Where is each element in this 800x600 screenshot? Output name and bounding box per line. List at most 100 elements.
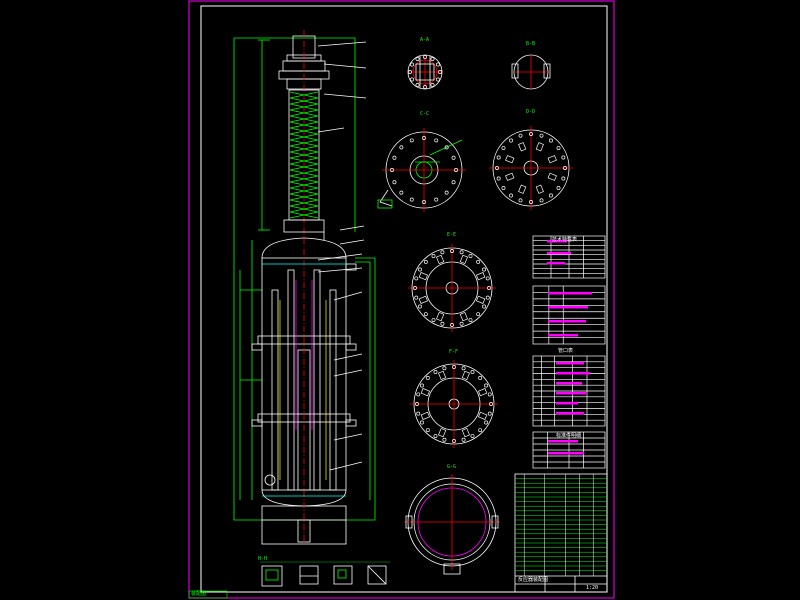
section-label-a: A-A bbox=[420, 37, 430, 43]
tube-slot bbox=[459, 311, 468, 322]
bolt-hole bbox=[518, 198, 523, 203]
section-e-view bbox=[408, 244, 496, 332]
bolt-hole bbox=[431, 318, 436, 322]
bolt-hole bbox=[392, 180, 397, 185]
bolt-hole bbox=[409, 138, 414, 143]
tube-slot bbox=[477, 411, 488, 420]
bolt-hole bbox=[478, 375, 483, 380]
bolt-hole bbox=[444, 190, 449, 195]
table-text-bar bbox=[548, 452, 584, 455]
bolt-hole bbox=[489, 402, 493, 406]
bolt-hole bbox=[549, 193, 553, 198]
tube-slot bbox=[418, 272, 429, 281]
bolt-hole bbox=[418, 304, 422, 309]
bolt-hole bbox=[416, 411, 421, 416]
section-label-c: C-C bbox=[420, 111, 430, 117]
tube-slot bbox=[461, 370, 470, 381]
bolt-hole bbox=[430, 57, 435, 61]
bolt-hole bbox=[482, 304, 486, 309]
bolt-hole bbox=[425, 428, 430, 433]
table-text-bar bbox=[556, 362, 584, 365]
bolt-hole bbox=[420, 420, 424, 425]
bolt-hole bbox=[415, 83, 420, 87]
bolt-hole bbox=[470, 434, 475, 438]
bolt-hole bbox=[410, 62, 414, 67]
tube-slot bbox=[418, 295, 429, 304]
bolt-hole bbox=[450, 249, 454, 253]
section-d-view bbox=[489, 126, 573, 210]
bolt-hole bbox=[549, 138, 553, 143]
bolt-hole bbox=[433, 434, 438, 438]
bolt-hole bbox=[430, 83, 435, 87]
bolt-hole bbox=[423, 312, 428, 317]
table-text-bar bbox=[547, 252, 571, 255]
tube-slot bbox=[535, 184, 544, 194]
bolt-hole bbox=[423, 259, 428, 264]
tube-slot bbox=[420, 388, 431, 397]
bolt-hole bbox=[413, 286, 417, 290]
bolt-hole bbox=[561, 176, 566, 181]
corner-note-box bbox=[188, 590, 228, 599]
bolt-hole bbox=[556, 146, 561, 150]
bolt-hole bbox=[509, 138, 513, 143]
bolt-hole bbox=[487, 392, 492, 397]
bolt-hole bbox=[484, 420, 488, 425]
tube-slot bbox=[438, 427, 447, 438]
bolt-hole bbox=[529, 200, 533, 204]
bolt-hole bbox=[433, 370, 438, 374]
section-label-h: H-H bbox=[258, 556, 268, 562]
bolt-hole bbox=[495, 166, 499, 170]
bolt-hole bbox=[459, 321, 464, 326]
tube-slot bbox=[547, 172, 557, 181]
table-text-bar bbox=[556, 402, 578, 405]
table-text-bar bbox=[556, 392, 586, 395]
table-text-bar bbox=[548, 320, 586, 323]
table-text-bar bbox=[556, 412, 584, 415]
bolt-hole bbox=[496, 176, 501, 181]
tech-table-title: 技术特性表 bbox=[552, 237, 578, 243]
table-text-bar bbox=[548, 334, 578, 337]
table-text-bar bbox=[548, 306, 588, 309]
bolt-hole bbox=[556, 186, 561, 190]
bolt-hole bbox=[423, 85, 427, 89]
detail-views bbox=[260, 561, 390, 587]
bolt-hole bbox=[461, 437, 466, 442]
tube-slot bbox=[459, 254, 468, 265]
tube-slot bbox=[518, 184, 527, 194]
bolt-hole bbox=[444, 145, 449, 150]
sheet-outer-border bbox=[188, 0, 615, 599]
table-text-bar bbox=[547, 262, 565, 265]
title-block bbox=[514, 473, 608, 593]
bolt-hole bbox=[414, 276, 419, 281]
bolt-hole bbox=[496, 155, 501, 160]
bolt-hole bbox=[461, 366, 466, 371]
bolt-hole bbox=[408, 70, 412, 74]
bolt-hole bbox=[539, 198, 544, 203]
tube-slot bbox=[505, 172, 515, 181]
nozzle-table-title: 管口表 bbox=[558, 348, 574, 354]
bolt-hole bbox=[482, 267, 486, 272]
tube-slot bbox=[461, 427, 470, 438]
bolt-hole bbox=[420, 383, 424, 388]
bolt-hole bbox=[409, 197, 414, 202]
table-text-bar bbox=[556, 372, 590, 375]
table-text-bar bbox=[547, 240, 567, 243]
bolt-hole bbox=[501, 186, 506, 190]
tube-slot bbox=[505, 155, 515, 164]
section-label-b: B-B bbox=[526, 41, 536, 47]
bolt-hole bbox=[390, 168, 394, 172]
bolt-hole bbox=[438, 70, 442, 74]
bolt-hole bbox=[414, 295, 419, 300]
section-label-g: G-G bbox=[447, 464, 457, 470]
tube-slot bbox=[477, 388, 488, 397]
tube-slot bbox=[547, 155, 557, 164]
table-text-bar bbox=[548, 440, 578, 443]
tube-slot bbox=[475, 295, 486, 304]
bolt-hole bbox=[431, 254, 436, 258]
table-text-bar bbox=[548, 292, 592, 295]
bolt-hole bbox=[451, 155, 456, 160]
bolt-hole bbox=[563, 166, 567, 170]
tube-slot bbox=[420, 411, 431, 420]
drawing-scale: 1:20 bbox=[586, 585, 599, 591]
